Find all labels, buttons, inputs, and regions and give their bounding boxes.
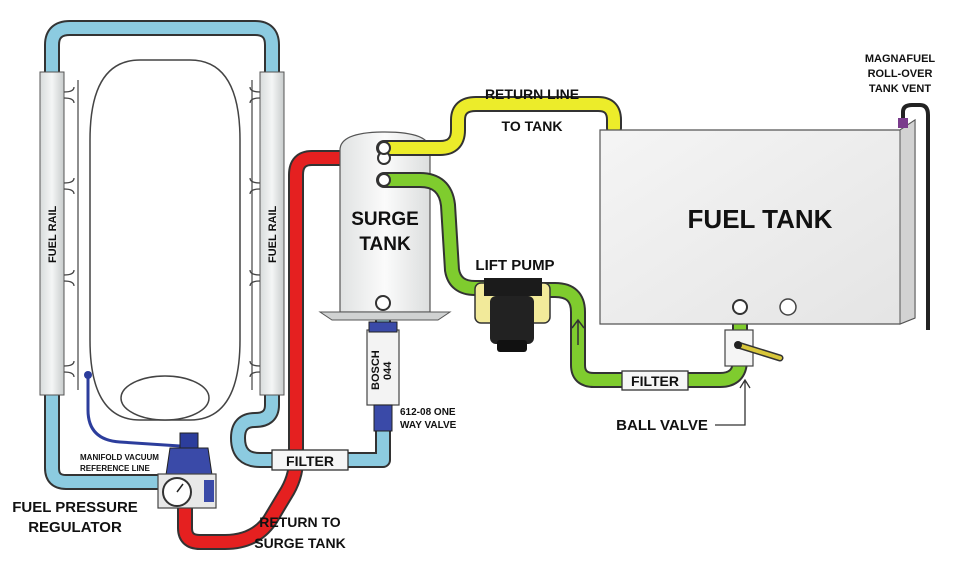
return-line-label: RETURN LINE (485, 86, 579, 102)
manifold-label-2: REFERENCE LINE (80, 464, 150, 473)
vent-label-1: MAGNAFUEL (865, 53, 936, 65)
vent-label-3: TANK VENT (869, 83, 931, 95)
return-surge-label-1: RETURN TO (259, 514, 341, 530)
fuel-rail-right (249, 71, 285, 396)
surge-tank-label-1: SURGE (351, 209, 419, 230)
fuel-rail-left-label: FUEL RAIL (47, 205, 59, 263)
return-line-to-tank (376, 96, 622, 156)
to-tank-label: TO TANK (502, 118, 563, 134)
filter-left (271, 449, 349, 471)
check-valve-label-2: WAY VALVE (400, 420, 457, 431)
flow-arrow-icon (571, 318, 585, 345)
return-surge-label-2: SURGE TANK (254, 535, 346, 551)
lift-pump-line (376, 172, 748, 388)
feed-line-loop (44, 20, 391, 490)
manifold-vacuum-line (86, 375, 181, 448)
return-line-to-surge (177, 150, 392, 550)
vent-label-2: ROLL-OVER (868, 68, 933, 80)
check-valve-label-1: 612-08 ONE (400, 407, 456, 418)
fuel-tank (599, 118, 916, 325)
engine-intake (77, 59, 253, 421)
ball-valve (724, 299, 784, 367)
fpr-label-1: FUEL PRESSURE (12, 499, 138, 516)
ball-valve-pointer (715, 378, 751, 426)
manifold-label-1: MANIFOLD VACUUM (80, 453, 159, 462)
ball-valve-label: BALL VALVE (616, 417, 708, 434)
bosch-label-2: 044 (382, 361, 394, 380)
fpr-label-2: REGULATOR (28, 519, 122, 536)
fuel-pressure-regulator (157, 432, 217, 509)
surge-tank-label-2: TANK (359, 234, 411, 255)
fuel-rail-left (39, 71, 75, 396)
bosch-pump (366, 295, 400, 432)
lift-pump-label: LIFT PUMP (475, 257, 554, 274)
tank-vent-line (901, 103, 930, 330)
filter-right (621, 370, 689, 391)
bosch-label-1: BOSCH (370, 350, 382, 390)
fuel-tank-label: FUEL TANK (688, 204, 833, 234)
filter-right-label: FILTER (631, 373, 679, 389)
fuel-rail-right-label: FUEL RAIL (267, 205, 279, 263)
lift-pump (474, 278, 551, 352)
filter-left-label: FILTER (286, 453, 334, 469)
